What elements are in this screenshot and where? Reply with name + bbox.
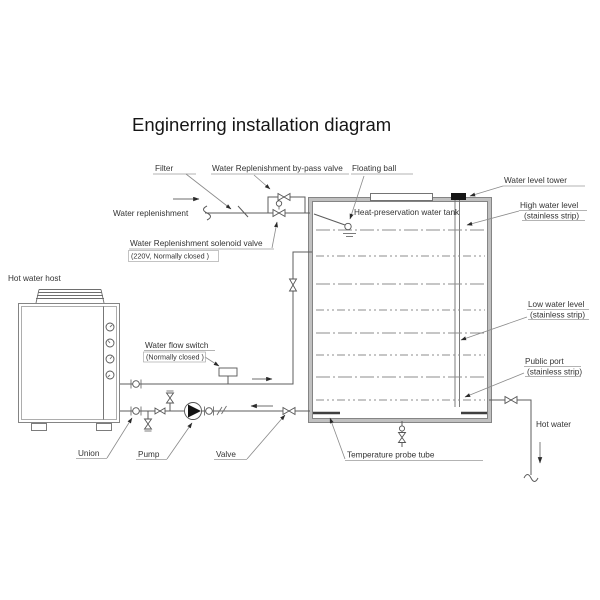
tank-drain-valve [397, 421, 407, 447]
label-pump: Pump [138, 450, 160, 459]
union-symbol-pump [204, 406, 214, 416]
host-foot-left [31, 423, 47, 431]
label-low-water-level-sub: (stainless strip) [530, 311, 585, 320]
tank-water-level-lines [316, 229, 485, 401]
vent-valve-symbol [165, 390, 175, 411]
label-union: Union [78, 449, 100, 458]
label-floating-ball: Floating ball [352, 164, 396, 173]
label-public-port-sub: (stainless strip) [527, 368, 582, 377]
hot-water-pipe [489, 399, 532, 475]
pipe-joint-symbol [216, 405, 227, 416]
label-high-water-level-sub: (stainless strip) [524, 212, 579, 221]
water-level-tower-strip [454, 200, 460, 407]
label-filter: Filter [155, 164, 173, 173]
solenoid-valve-note: (220V, Normally closed ) [128, 250, 219, 262]
riser-valve-symbol [288, 278, 298, 292]
diagram-title: Enginerring installation diagram [132, 114, 391, 135]
label-water-flow-switch: Water flow switch [145, 341, 209, 350]
fittings [130, 192, 518, 432]
return-drain-valve-symbol [143, 411, 153, 432]
filter-symbol [237, 205, 249, 218]
water-flow-switch-note: (Normally closed ) [143, 351, 206, 363]
label-low-water-level: Low water level [528, 300, 585, 309]
label-temperature-probe-tube: Temperature probe tube [347, 451, 435, 460]
label-underlines [76, 173, 589, 461]
host-control-knobs [105, 322, 115, 380]
pipe-break-left [203, 205, 211, 221]
pipe-break-bottom [523, 474, 539, 482]
label-valve: Valve [216, 450, 236, 459]
bypass-valve-symbol [277, 192, 291, 202]
supply-pipe [120, 251, 312, 385]
solenoid-valve-symbol [272, 200, 286, 218]
label-hot-water: Hot water [536, 420, 571, 429]
label-hot-water-host: Hot water host [8, 274, 62, 283]
host-top-vent [35, 289, 105, 304]
union-symbol-return [130, 406, 142, 416]
pump-symbol [184, 402, 202, 420]
label-solenoid-valve: Water Replenishment solenoid valve [130, 239, 263, 248]
label-solenoid-valve-sub: (220V, Normally closed ) [131, 252, 209, 261]
host-foot-right [96, 423, 112, 431]
leader-lines [106, 173, 528, 460]
water-flow-switch-symbol [218, 367, 238, 384]
hot-water-host-unit [18, 289, 120, 431]
water-level-tower-cap [451, 193, 466, 200]
label-tank: Heat-preservation water tank [354, 208, 460, 217]
label-high-water-level: High water level [520, 201, 578, 210]
label-public-port: Public port [525, 357, 564, 366]
label-water-flow-switch-sub: (Normally closed ) [146, 353, 204, 362]
water-tank [308, 193, 492, 447]
return-valve-symbol [154, 407, 166, 415]
tank-return-valve-symbol [282, 406, 296, 416]
flow-arrows [173, 196, 543, 464]
floating-ball-symbol [313, 213, 356, 237]
label-water-replenishment: Water replenishment [113, 209, 189, 218]
tank-lid [370, 193, 433, 201]
label-water-level-tower: Water level tower [504, 176, 567, 185]
label-bypass-valve: Water Replenishment by-pass valve [212, 164, 343, 173]
hot-water-valve-symbol [504, 395, 518, 405]
union-symbol-supply [130, 379, 142, 389]
